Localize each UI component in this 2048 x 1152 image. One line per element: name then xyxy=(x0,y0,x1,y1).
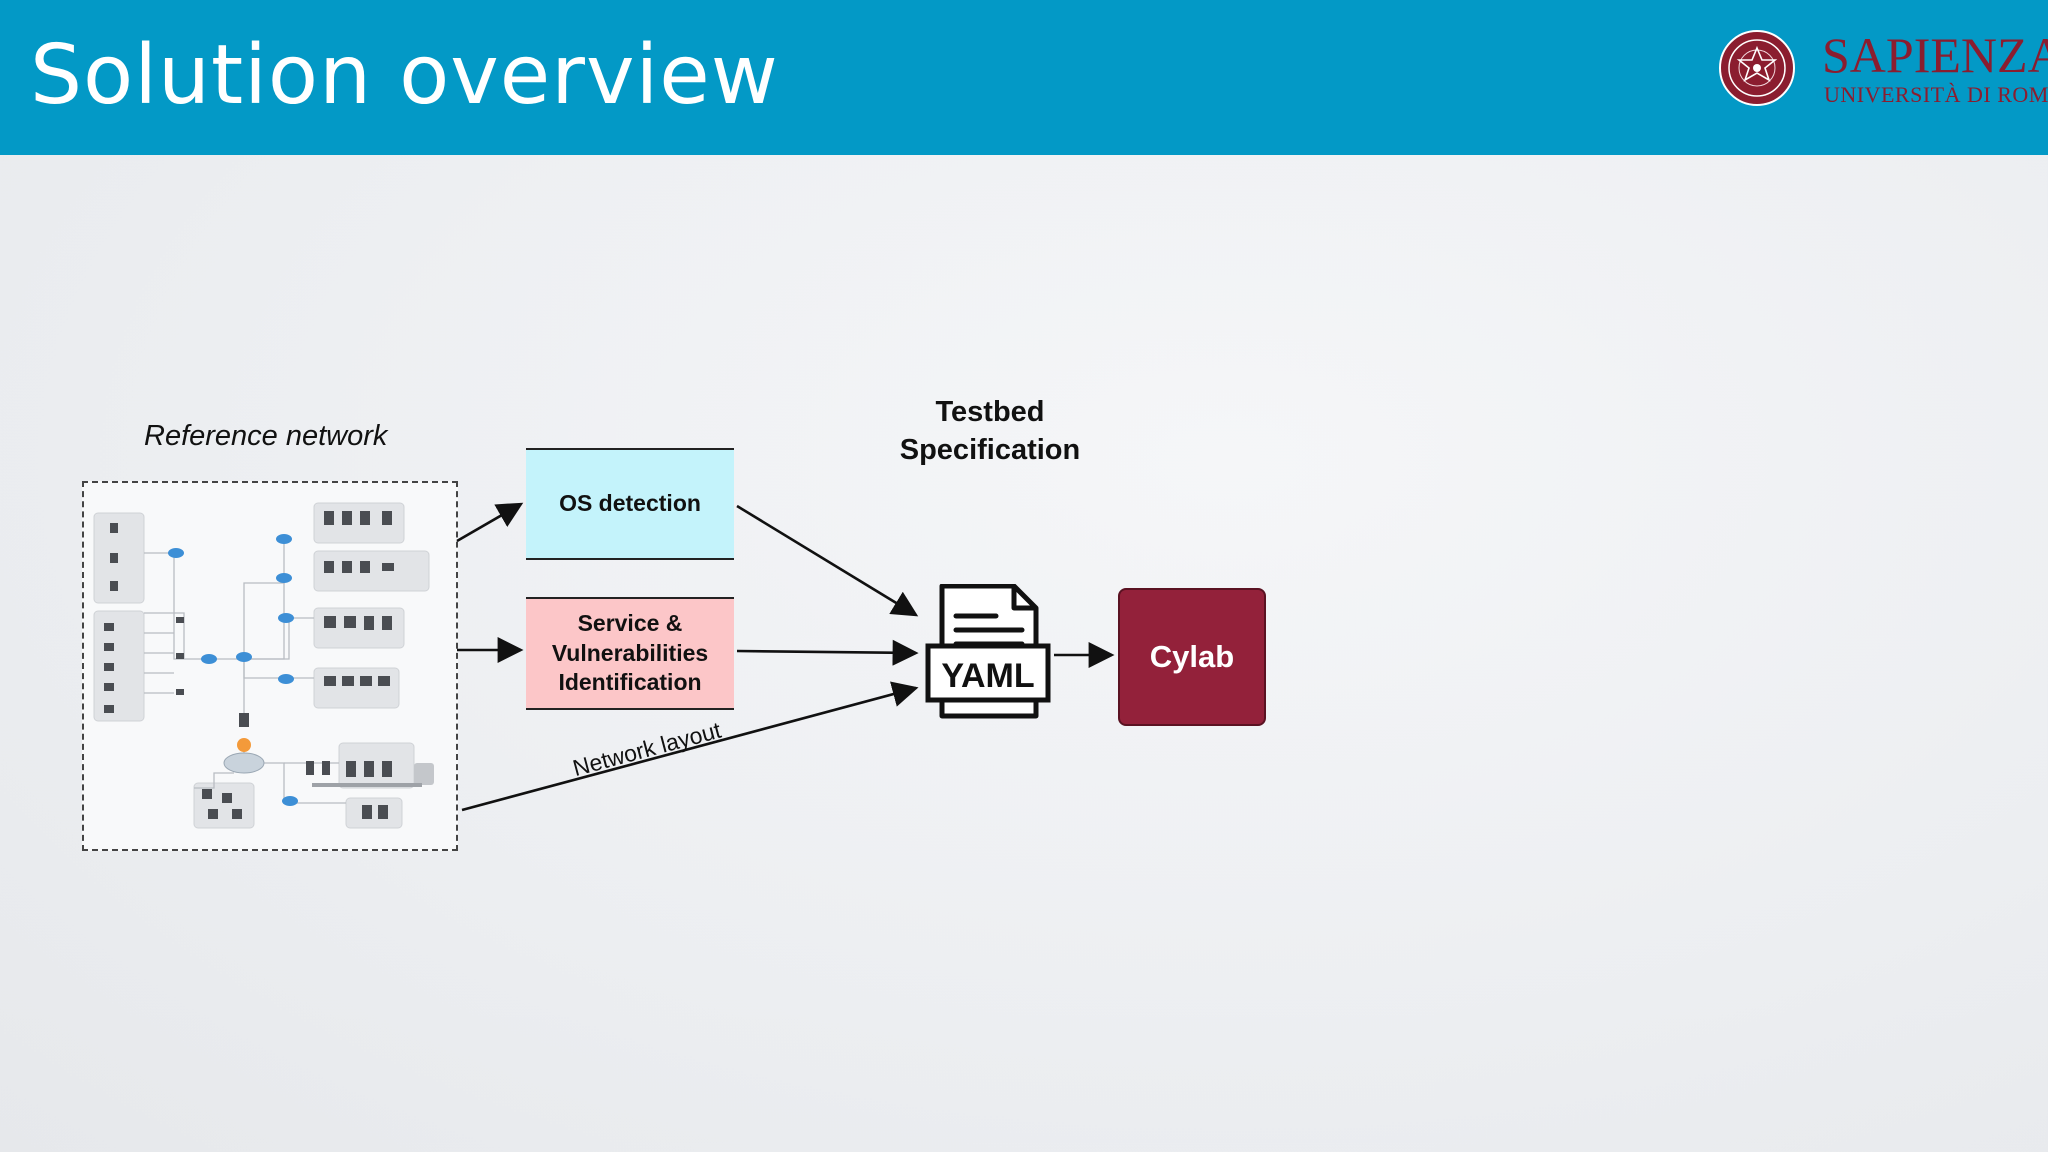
arrow-icon xyxy=(456,502,524,543)
reference-network-box xyxy=(82,481,458,851)
service-vulnerabilities-box: Service & Vulnerabilities Identification xyxy=(526,597,734,710)
yaml-document-icon: YAML xyxy=(924,583,1052,720)
reference-network-label: Reference network xyxy=(144,420,388,452)
network-layout-label: Network layout xyxy=(570,716,724,782)
network-topology-icon xyxy=(93,502,434,829)
yaml-label: YAML xyxy=(941,657,1034,695)
slide-title: Solution overview xyxy=(30,28,779,123)
university-subtitle: UNIVERSITÀ DI ROMA xyxy=(1824,82,2048,107)
arrow-icon xyxy=(736,504,919,617)
university-name: SAPIENZA xyxy=(1822,27,2048,83)
os-detection-box: OS detection xyxy=(526,448,734,560)
testbed-specification-label: Testbed Specification xyxy=(899,396,1081,466)
slide-header: Solution overview SAPIENZA UNIVERSITÀ DI… xyxy=(0,0,2048,155)
university-seal-icon xyxy=(1719,30,1795,106)
arrow-icon xyxy=(736,639,919,666)
cylab-box: Cylab xyxy=(1118,588,1266,726)
